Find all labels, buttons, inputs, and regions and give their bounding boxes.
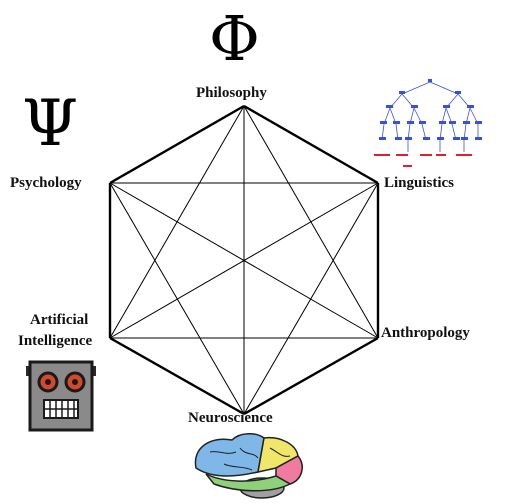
phi-symbol-icon: Φ	[209, 8, 260, 70]
node-label-anthropology: Anthropology	[381, 325, 470, 342]
hexagon-diagonal	[244, 183, 378, 414]
syntax-tree-leaf-marks	[374, 154, 472, 167]
hexagon-side	[244, 106, 378, 183]
node-label-neuroscience: Neuroscience	[188, 410, 273, 427]
hexagon-edges	[110, 106, 378, 414]
node-label-philosophy: Philosophy	[196, 85, 267, 102]
brain-icon	[195, 434, 302, 498]
hexagon-side	[244, 338, 378, 414]
hexagon-side	[110, 338, 244, 414]
psi-symbol-icon: Ψ	[22, 92, 78, 156]
node-label-ai-line1: Artificial	[30, 312, 88, 329]
robot-face-icon	[26, 362, 96, 430]
node-label-linguistics: Linguistics	[384, 175, 454, 192]
hexagon-diagonal	[110, 183, 244, 414]
syntax-tree-node-marks	[379, 79, 482, 140]
node-label-psychology: Psychology	[10, 175, 82, 192]
syntax-tree-icon	[382, 82, 478, 152]
node-label-ai-line2: Intelligence	[18, 333, 92, 350]
hexagon-side	[110, 106, 244, 183]
